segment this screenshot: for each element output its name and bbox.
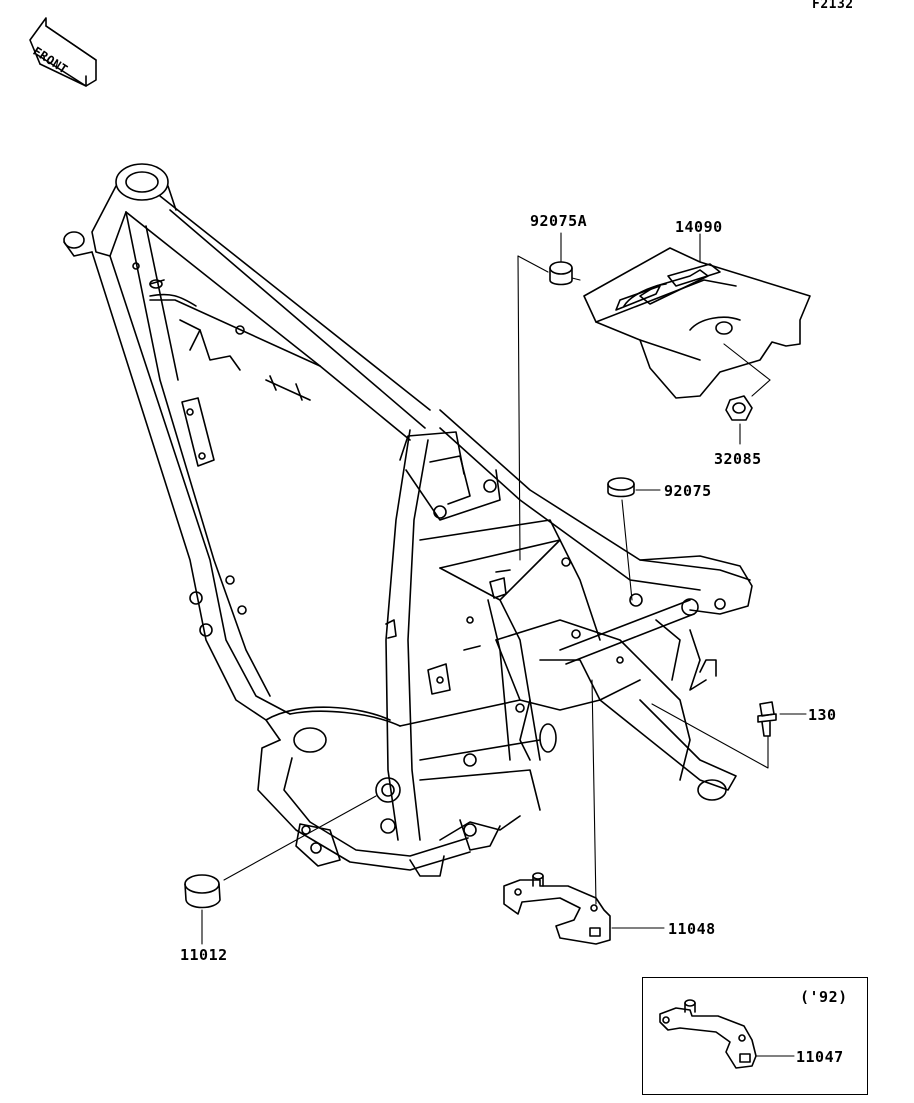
- part-11012-cap-drawing: [184, 874, 221, 909]
- part-92075a-damper-drawing: [549, 261, 573, 286]
- part-label-130[interactable]: 130: [808, 706, 837, 724]
- part-11048-bracket-drawing: [503, 872, 611, 945]
- inset-variant-box: [642, 977, 868, 1095]
- part-label-11012[interactable]: 11012: [180, 946, 228, 964]
- part-label-32085[interactable]: 32085: [714, 450, 762, 468]
- part-label-92075[interactable]: 92075: [664, 482, 712, 500]
- part-32085-nut-drawing: [725, 395, 753, 421]
- part-label-14090[interactable]: 14090: [675, 218, 723, 236]
- part-11047-bracket-drawing: [659, 999, 757, 1069]
- figure-code: F2132: [812, 0, 854, 12]
- motorcycle-frame: [63, 163, 753, 877]
- part-130-bolt-drawing: [757, 701, 777, 737]
- part-label-92075a[interactable]: 92075A: [530, 212, 588, 230]
- inset-year-note: ('92): [800, 988, 848, 1006]
- part-92075-damper-drawing: [607, 477, 635, 498]
- part-14090-cover-drawing: [583, 247, 811, 399]
- part-label-11047[interactable]: 11047: [796, 1048, 844, 1066]
- front-arrow-icon: [29, 17, 97, 87]
- leader-lines: [201, 232, 807, 945]
- part-label-11048[interactable]: 11048: [668, 920, 716, 938]
